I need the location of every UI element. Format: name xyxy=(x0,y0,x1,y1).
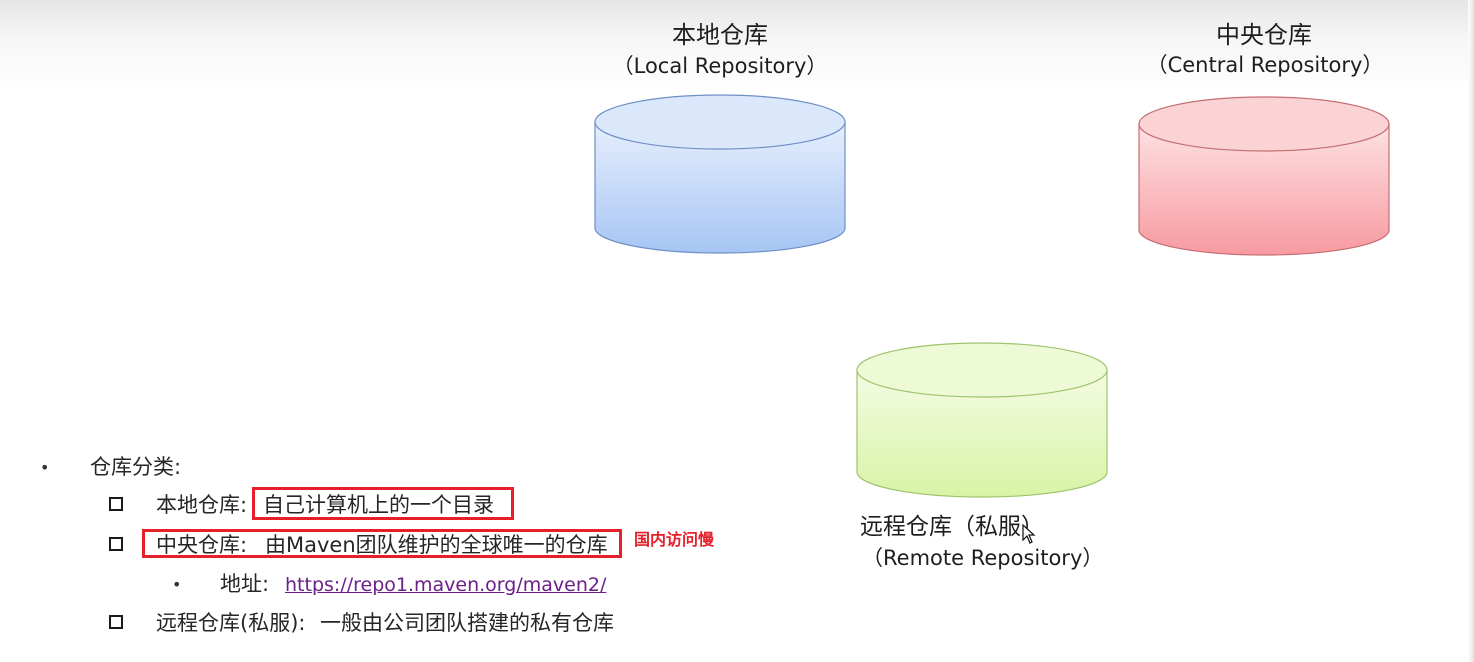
bullet-dot: • xyxy=(40,458,50,477)
mouse-cursor-icon xyxy=(1022,524,1036,544)
central-repo-url-link[interactable]: https://repo1.maven.org/maven2/ xyxy=(285,574,607,596)
list-heading: 仓库分类: xyxy=(90,455,182,479)
central-repo-title: 中央仓库 xyxy=(1216,21,1312,49)
central-repo-desc: 由Maven团队维护的全球唯一的仓库 xyxy=(265,533,608,557)
highlight-box-local xyxy=(252,487,514,520)
local-repo-subtitle: （Local Repository） xyxy=(612,54,828,78)
top-shade xyxy=(0,0,1474,90)
remote-repo-label: 远程仓库(私服): xyxy=(156,611,306,635)
remote-repo-subtitle: （Remote Repository） xyxy=(862,546,1104,570)
highlight-box-central xyxy=(142,529,622,558)
local-repo-title: 本地仓库 xyxy=(672,21,768,49)
remote-repo-cylinder-icon xyxy=(856,342,1108,498)
slow-access-note: 国内访问慢 xyxy=(634,530,715,549)
remote-repo-desc: 一般由公司团队搭建的私有仓库 xyxy=(320,611,614,635)
square-bullet xyxy=(109,615,123,629)
square-bullet xyxy=(109,497,123,511)
square-bullet xyxy=(109,537,123,551)
bullet-dot: • xyxy=(172,575,182,594)
address-label: 地址: xyxy=(220,572,270,596)
right-edge xyxy=(1468,0,1474,662)
local-repo-label: 本地仓库: xyxy=(156,493,248,517)
central-repo-subtitle: （Central Repository） xyxy=(1146,53,1384,77)
local-repo-cylinder-icon xyxy=(594,94,846,254)
central-repo-cylinder-icon xyxy=(1138,96,1390,256)
local-repo-desc: 自己计算机上的一个目录 xyxy=(263,493,494,517)
remote-repo-title: 远程仓库（私服） xyxy=(860,514,1044,540)
central-repo-label: 中央仓库: xyxy=(156,533,248,557)
